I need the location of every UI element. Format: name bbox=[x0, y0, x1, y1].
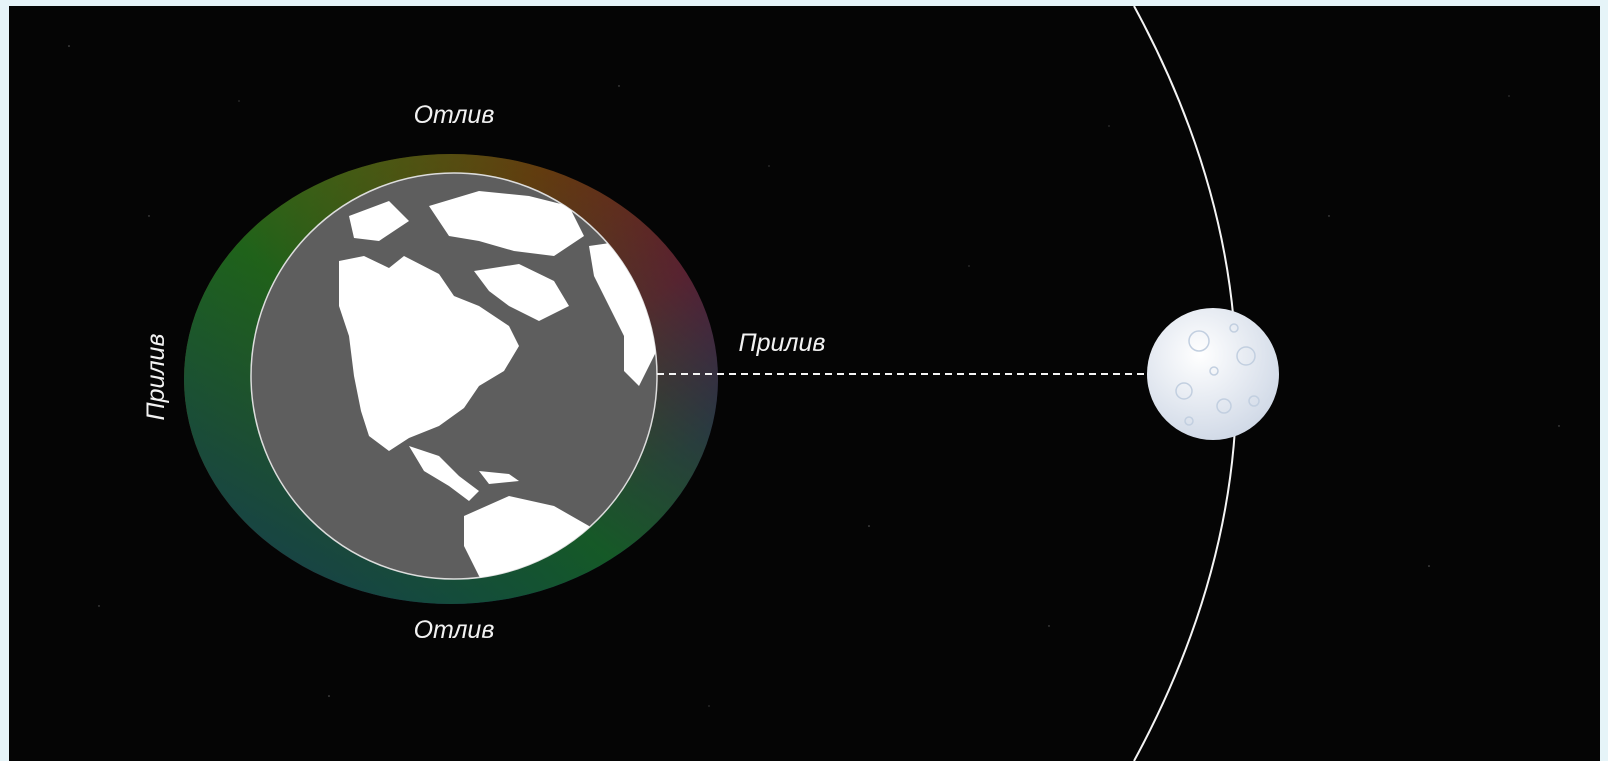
star-field bbox=[68, 45, 1560, 707]
label-low-tide-bottom: Отлив bbox=[414, 616, 495, 644]
diagram-frame: Отлив Отлив Прилив Прилив bbox=[9, 6, 1600, 761]
tide-diagram: Отлив Отлив Прилив Прилив bbox=[68, 6, 1560, 761]
label-high-tide-left: Прилив bbox=[142, 334, 170, 421]
label-high-tide-right: Прилив bbox=[739, 329, 826, 357]
moon-icon bbox=[1147, 308, 1279, 440]
earth-globe-icon bbox=[250, 172, 658, 580]
label-low-tide-top: Отлив bbox=[414, 101, 495, 129]
